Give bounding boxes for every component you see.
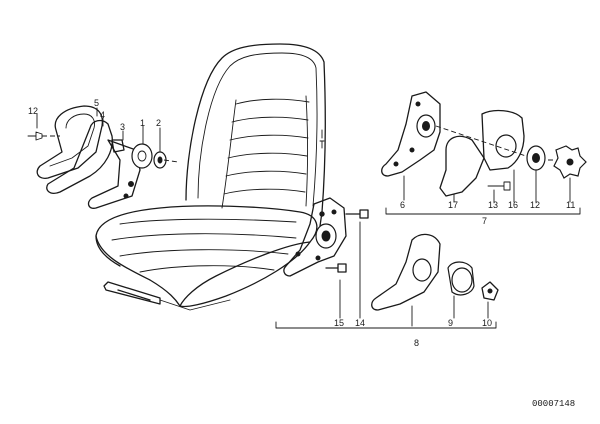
star-knob-center bbox=[566, 158, 574, 166]
seat-base bbox=[159, 299, 231, 311]
center-recliner-group bbox=[283, 129, 369, 319]
backrest-outline bbox=[185, 43, 326, 227]
seat-front-edge bbox=[95, 235, 311, 307]
recliner-bracket-center bbox=[283, 197, 347, 277]
hinge-knob bbox=[111, 139, 125, 153]
side-trim-opening bbox=[412, 258, 432, 282]
hinge-cover-bracket bbox=[46, 119, 113, 194]
hinge-bolt-dot bbox=[128, 181, 134, 187]
end-cap bbox=[481, 281, 499, 301]
seat-rail bbox=[103, 281, 161, 305]
bracket-hole-1 bbox=[319, 211, 325, 217]
callout-15: 15 bbox=[334, 318, 344, 328]
backrest-channels bbox=[223, 98, 310, 195]
leader-lines-right-lower bbox=[411, 295, 489, 327]
bracket-hole-2 bbox=[331, 209, 337, 215]
callout-3: 3 bbox=[120, 122, 125, 132]
bearing-cup-face bbox=[451, 267, 473, 293]
backrest-side-seam bbox=[221, 95, 308, 209]
callout-9: 9 bbox=[448, 318, 453, 328]
recliner-shell-hub bbox=[495, 134, 517, 158]
callout-14: 14 bbox=[355, 318, 365, 328]
callout-1: 1 bbox=[140, 118, 145, 128]
leader-lines-left bbox=[36, 107, 161, 153]
bolt-14 bbox=[345, 209, 369, 219]
callout-labels: 12 5 4 3 1 2 6 17 13 16 12 11 7 15 14 9 … bbox=[28, 98, 575, 348]
backrest-inner-border bbox=[197, 52, 318, 207]
callout-4: 4 bbox=[100, 110, 105, 120]
callout-6: 6 bbox=[400, 200, 405, 210]
callout-12-left: 12 bbox=[28, 106, 38, 116]
callout-13: 13 bbox=[488, 200, 498, 210]
assembly-line-right bbox=[435, 125, 556, 161]
hinge-lever-plate bbox=[87, 139, 141, 209]
spacer-disc-center bbox=[532, 153, 540, 163]
seat-assembly bbox=[95, 43, 326, 311]
leader-lines-right-upper bbox=[403, 169, 571, 203]
left-hinge-group bbox=[27, 105, 179, 209]
callout-8: 8 bbox=[414, 338, 419, 348]
callout-16: 16 bbox=[508, 200, 518, 210]
seat-cushion-channels bbox=[111, 218, 297, 273]
diagram-code: 00007148 bbox=[532, 399, 575, 409]
recliner-bracket-right bbox=[381, 91, 441, 177]
recliner-hub-center-core bbox=[321, 230, 331, 242]
side-trim-panel bbox=[371, 233, 441, 311]
end-cap-center bbox=[487, 288, 493, 294]
right-bracket-hole-3 bbox=[393, 161, 399, 167]
bolt-15 bbox=[325, 263, 347, 273]
group-bracket-7 bbox=[385, 207, 581, 215]
callout-17: 17 bbox=[448, 200, 458, 210]
bracket-hole-4 bbox=[295, 251, 301, 257]
screw-left bbox=[27, 131, 43, 141]
assembly-line-left bbox=[42, 135, 179, 163]
bracket-hole-3 bbox=[315, 255, 321, 261]
right-bracket-hole-2 bbox=[409, 147, 415, 153]
bolt-13 bbox=[487, 181, 511, 191]
recliner-hub-right-core bbox=[422, 121, 430, 131]
group-bracket-8 bbox=[275, 321, 497, 329]
right-upper-group bbox=[381, 91, 587, 215]
hinge-bolt-dot-2 bbox=[123, 193, 129, 199]
callout-11: 11 bbox=[566, 200, 575, 210]
callout-12-right: 12 bbox=[530, 200, 540, 210]
recliner-shell bbox=[481, 109, 525, 171]
adjuster-wheel bbox=[131, 143, 153, 169]
adjuster-wheel-hub bbox=[137, 150, 147, 162]
adjuster-cap-center bbox=[157, 156, 163, 164]
callout-10: 10 bbox=[482, 318, 492, 328]
right-bracket-hole-1 bbox=[415, 101, 421, 107]
hinge-trim-cover bbox=[36, 105, 104, 179]
hinge-trim-cover-inner bbox=[49, 113, 95, 167]
callout-7: 7 bbox=[482, 216, 487, 226]
callout-5: 5 bbox=[94, 98, 99, 108]
recliner-cover bbox=[439, 135, 485, 197]
top-leader bbox=[319, 129, 325, 149]
leader-lines-center bbox=[339, 221, 361, 319]
right-lower-group bbox=[275, 233, 499, 329]
callout-2: 2 bbox=[156, 118, 161, 128]
